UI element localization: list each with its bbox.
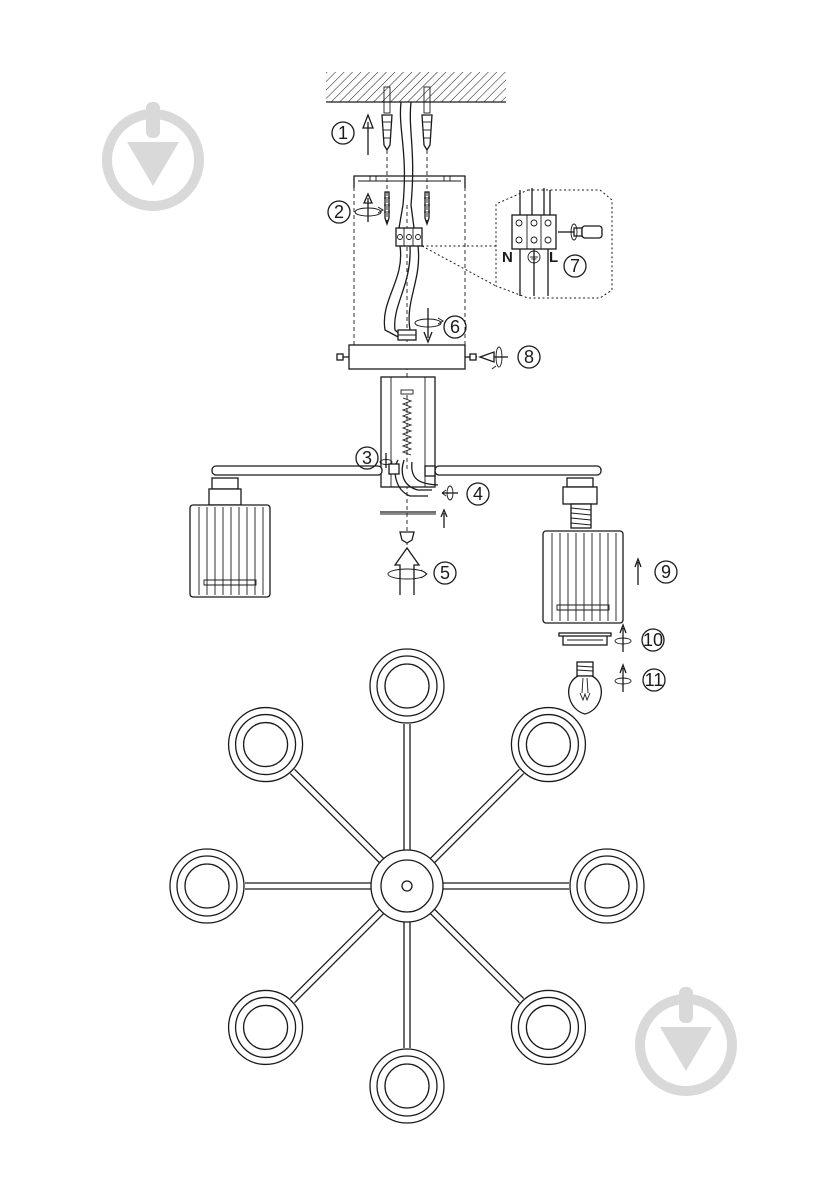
top-view-shade-outer <box>227 706 304 783</box>
screwdriver-icon <box>478 346 508 370</box>
top-view-shade-inner <box>584 863 630 909</box>
top-view-arm <box>289 773 380 864</box>
terminal-n-label: N <box>502 249 513 266</box>
shade-ring <box>558 632 612 646</box>
chandelier-arm <box>211 459 602 497</box>
lamp-holder-right <box>562 477 598 529</box>
step-2-label: 2 <box>334 202 344 222</box>
top-view-shade-rim <box>517 713 580 776</box>
rotate-arrow-icon <box>354 192 384 222</box>
step-7-marker: 7 <box>563 254 587 278</box>
up-arrow-icon <box>393 546 421 595</box>
top-view-shade-rim <box>517 996 580 1059</box>
finial-cap <box>399 531 415 544</box>
step-9-marker: 9 <box>654 560 678 584</box>
mounting-bracket <box>353 175 466 188</box>
step-9-label: 9 <box>661 562 671 582</box>
screw-icon <box>384 191 430 227</box>
step-5-marker: 5 <box>433 561 457 585</box>
top-view-shade-rim <box>576 855 638 917</box>
rotate-arrow-icon <box>614 623 632 652</box>
bottom-cover-plate <box>380 508 448 528</box>
step-2-marker: 2 <box>327 200 351 224</box>
wiring-detail-callout: N L <box>495 188 613 299</box>
top-view-shade-rim <box>234 713 297 776</box>
ceiling-hatch <box>326 72 506 103</box>
step-8-marker: 8 <box>517 345 541 369</box>
wall-plug-icon <box>381 86 433 152</box>
step-4-marker: 4 <box>466 482 490 506</box>
top-view-shade-rim <box>376 1055 438 1117</box>
ground-symbol-icon <box>527 250 541 264</box>
step-5-label: 5 <box>440 563 450 583</box>
watermark-logo-icon <box>640 987 732 1091</box>
screwdriver-icon <box>558 223 603 241</box>
step-1-marker: 1 <box>331 121 355 145</box>
terminal-l-label: L <box>549 249 558 266</box>
top-view-hub-outer <box>370 849 444 923</box>
top-view-shade-outer <box>227 989 304 1066</box>
rotate-arrow-icon <box>441 485 458 501</box>
top-view-arm <box>294 913 385 1004</box>
step-1-label: 1 <box>338 123 348 143</box>
step-6-marker: 6 <box>443 315 467 339</box>
top-view-shade-inner <box>525 721 572 768</box>
step-11-marker: 11 <box>642 668 666 692</box>
top-view-arm <box>429 913 520 1004</box>
top-view-arm <box>429 768 520 859</box>
step-4-label: 4 <box>473 484 483 504</box>
top-view-shade-outer <box>369 1048 445 1124</box>
up-arrow-icon <box>362 113 374 155</box>
rotate-arrow-icon <box>379 453 393 468</box>
step-3-marker: 3 <box>355 446 379 470</box>
top-view-hub-inner <box>380 859 434 913</box>
terminal-block-icon <box>395 227 423 247</box>
glass-shade-right <box>542 530 624 624</box>
top-view-shade-inner <box>242 721 289 768</box>
step-3-label: 3 <box>362 448 372 468</box>
top-view-shade-outer <box>169 848 245 924</box>
top-view-shade-rim <box>376 655 438 717</box>
top-view-arm <box>434 908 525 999</box>
step-8-label: 8 <box>524 347 534 367</box>
top-view-shade-inner <box>242 1004 289 1051</box>
step-11-label: 11 <box>645 670 664 690</box>
top-view-shade-inner <box>184 863 230 909</box>
top-view-shade-outer <box>510 989 587 1066</box>
top-view-shade-rim <box>234 996 297 1059</box>
top-view-shade-inner <box>384 1063 430 1109</box>
top-view-shade-outer <box>569 848 645 924</box>
top-view-shade-inner <box>384 663 430 709</box>
up-arrow-icon <box>634 557 642 585</box>
top-view-arm <box>289 908 380 999</box>
rotate-arrow-icon <box>414 308 444 344</box>
watermark-logo-icon <box>107 102 199 206</box>
top-view-arm <box>294 768 385 859</box>
glass-shade-left <box>189 477 271 598</box>
step-7-label: 7 <box>570 256 580 276</box>
rotate-arrow-icon <box>387 568 428 580</box>
top-view-arm <box>434 773 525 864</box>
step-6-label: 6 <box>450 317 460 337</box>
step-10-marker: 10 <box>641 628 665 652</box>
top-view-shade-rim <box>176 855 238 917</box>
top-view-shade-outer <box>369 648 445 724</box>
rotate-arrow-icon <box>614 663 632 692</box>
top-view-shade-outer <box>510 706 587 783</box>
top-view <box>169 648 645 1124</box>
light-bulb-icon <box>568 661 602 715</box>
step-10-label: 10 <box>643 630 663 650</box>
top-view-shade-inner <box>525 1004 572 1051</box>
hex-nut <box>397 329 417 341</box>
top-view-hub-center <box>401 880 413 892</box>
canopy <box>336 344 477 370</box>
